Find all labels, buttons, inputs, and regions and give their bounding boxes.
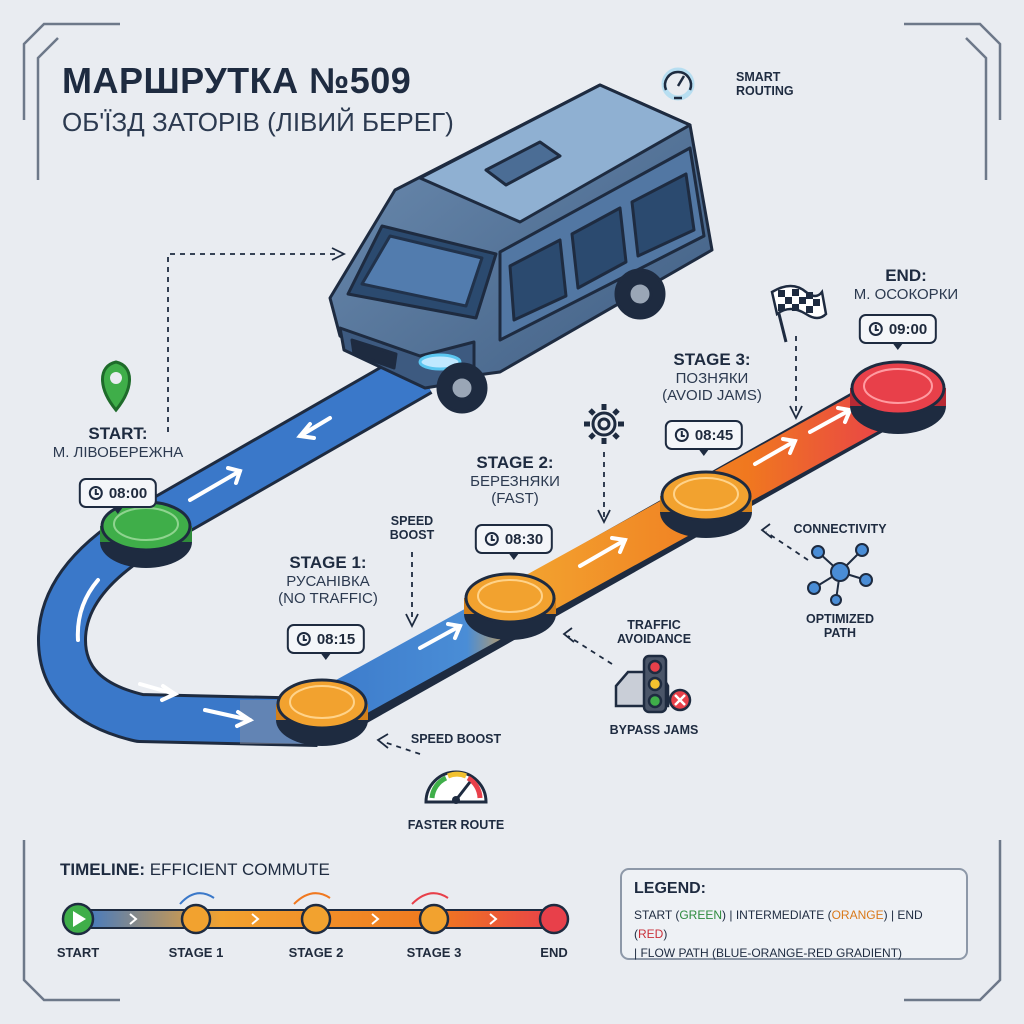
timeline-stage3: STAGE 3: [406, 945, 462, 960]
stage2-time: 08:30: [474, 524, 554, 560]
page-title: МАРШРУТКА №509: [62, 60, 412, 101]
frame-corners: [22, 22, 1002, 1002]
stage2-label: STAGE 2: БЕРЕЗНЯКИ (FAST): [470, 453, 560, 507]
start-time: 08:00: [78, 478, 158, 514]
network-icon: [807, 543, 873, 606]
dashed-connectors: [167, 247, 809, 755]
timeline-stage2: STAGE 2: [288, 945, 344, 960]
stage1-time: 08:15: [286, 624, 366, 660]
stage3-label: STAGE 3: ПОЗНЯКИ (AVOID JAMS): [662, 350, 762, 404]
stage3-time: 08:45: [664, 420, 744, 456]
start-label: START: М. ЛІВОБЕРЕЖНА: [52, 424, 184, 461]
smart-routing-label: SMART ROUTING: [736, 70, 794, 99]
timeline-start: START: [56, 945, 100, 960]
stop-stage3[interactable]: [660, 470, 752, 538]
speed-boost-top-label: SPEED BOOST: [389, 514, 435, 543]
stop-end[interactable]: [850, 360, 946, 434]
stage1-label: STAGE 1: РУСАНІВКА (NO TRAFFIC): [278, 553, 378, 607]
timeline-title: TIMELINE: EFFICIENT COMMUTE: [60, 860, 330, 879]
legend-title: LEGEND:: [634, 880, 706, 897]
speed-boost-bottom-label: SPEED BOOST: [410, 732, 502, 746]
traffic-avoidance-label: TRAFFIC AVOIDANCE: [616, 618, 692, 647]
gear-icon: [584, 404, 624, 444]
traffic-light-icon: [614, 654, 692, 714]
legend-box: LEGEND: START (GREEN) | INTERMEDIATE (OR…: [620, 868, 968, 960]
checkered-flag-icon: [770, 284, 828, 343]
minibus-icon: [328, 83, 714, 414]
clock-icon: [88, 486, 103, 500]
clock-icon: [868, 322, 883, 336]
stop-start[interactable]: [100, 500, 192, 568]
connectivity-label: CONNECTIVITY: [793, 522, 887, 536]
legend-row-2: | FLOW PATH (BLUE-ORANGE-RED GRADIENT): [634, 946, 903, 960]
stop-stage1[interactable]: [276, 678, 368, 746]
gauge-icon: [661, 67, 695, 101]
end-time: 09:00: [858, 314, 938, 350]
clock-icon: [484, 532, 499, 546]
speedometer-icon: [424, 770, 488, 804]
end-label: END: М. ОСОКОРКИ: [853, 266, 959, 303]
timeline-stage1: STAGE 1: [168, 945, 224, 960]
timeline-bar: [61, 892, 570, 936]
faster-route-label: FASTER ROUTE: [407, 818, 505, 832]
timeline-end: END: [540, 945, 568, 960]
legend-row-1: START (GREEN) | INTERMEDIATE (ORANGE) | …: [634, 908, 923, 941]
bypass-jams-label: BYPASS JAMS: [609, 723, 699, 737]
optimized-path-label: OPTIMIZED PATH: [805, 612, 875, 641]
clock-icon: [296, 632, 311, 646]
map-pin-icon: [101, 360, 131, 413]
clock-icon: [674, 428, 689, 442]
stop-stage2[interactable]: [464, 572, 556, 640]
page-subtitle: ОБ'ЇЗД ЗАТОРІВ (ЛІВИЙ БЕРЕГ): [62, 107, 454, 137]
